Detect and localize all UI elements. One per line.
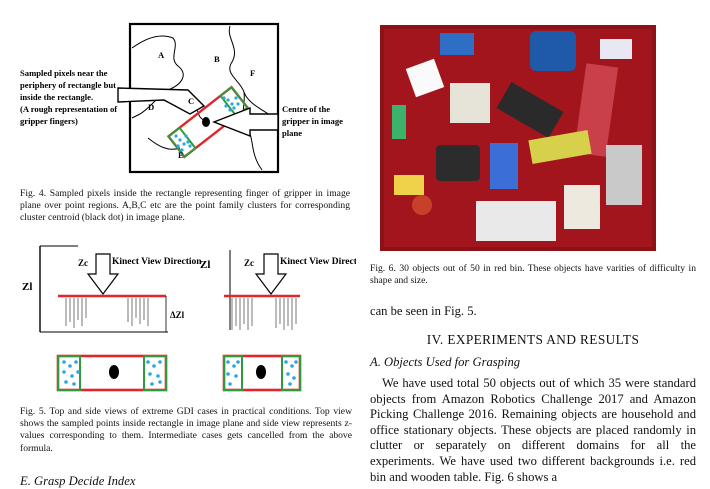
arrow-left [117,87,206,115]
section-heading: IV. EXPERIMENTS AND RESULTS [426,332,640,347]
annotation-right-3: plane [282,128,302,138]
sampled-points [174,96,240,152]
region-e: E [178,150,184,160]
zc-right: Zc [244,258,254,268]
region-d: D [148,102,154,112]
region-a: A [158,50,165,60]
annotation-right-2: gripper in image [282,116,343,126]
arrow-right [212,106,279,138]
fig5-diagram: Zl Zc Kinect View Direction ΔZl Zl Zc Ki… [22,245,370,392]
z-values-right [231,298,297,330]
fig4: A B C D E F Sampled pixels near the peri… [18,18,348,178]
annotation-left-2: periphery of rectangle but [20,80,116,90]
section-e-heading: E. Grasp Decide Index [20,474,136,488]
lead-line: can be seen in Fig. 5. [370,304,477,318]
subsection-heading: A. Objects Used for Grasping [370,355,521,369]
zl-left: Zl [22,281,32,293]
fig5: Zl Zc Kinect View Direction ΔZl Zl Zc Ki… [18,240,370,398]
kinect-right-label: Kinect View Direction [280,257,356,267]
zc-left: Zc [78,258,88,268]
delta-z: ΔZl [170,310,185,320]
kinect-arrow-left [86,253,120,295]
fig4-diagram: A B C D E F Sampled pixels near the peri… [20,22,343,174]
fig6-caption: Fig. 6. 30 objects out of 50 in red bin.… [370,263,696,287]
fig5-caption: Fig. 5. Top and side views of extreme GD… [20,406,352,454]
fig6-photo [380,25,656,251]
zl-right: Zl [200,259,210,271]
objects-in-red-bin [380,25,656,251]
annotation-left-4: (A rough representation of [20,104,117,114]
region-f: F [250,68,255,78]
finger-left [167,126,197,159]
region-b: B [214,54,220,64]
z-values-left [65,298,149,328]
gripper-centre-dot [202,117,210,127]
experiments-paragraph: We have used total 50 objects out of whi… [370,376,696,484]
region-c: C [188,96,194,106]
annotation-left-5: gripper fingers) [20,116,78,126]
kinect-arrow-right [254,253,288,295]
kinect-left-label: Kinect View Direction [112,257,202,267]
annotation-right-1: Centre of the [282,104,330,114]
annotation-left-3: inside the rectangle. [20,92,93,102]
fig4-caption: Fig. 4. Sampled pixels inside the rectan… [20,188,350,224]
annotation-left-1: Sampled pixels near the [20,68,108,78]
